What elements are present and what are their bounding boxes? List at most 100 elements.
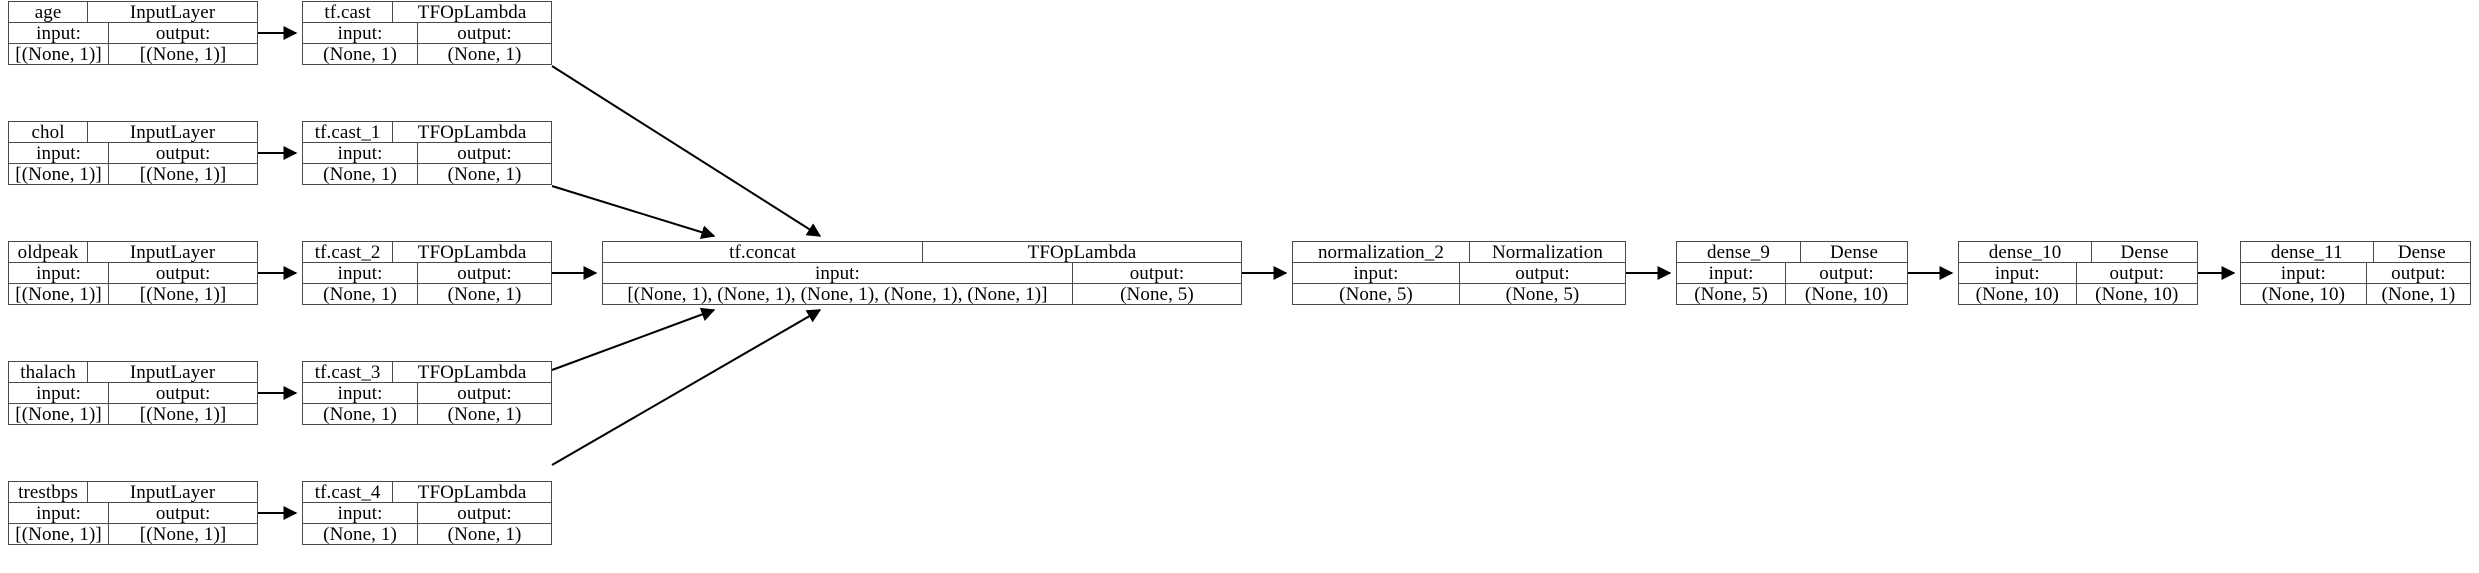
- node-io-label-row: input:output:: [303, 262, 551, 283]
- node-class: Dense: [2372, 242, 2470, 262]
- node-input-label: input:: [1353, 263, 1399, 283]
- node-output-shape: (None, 10): [2075, 284, 2197, 304]
- node-class: TFOpLambda: [392, 362, 551, 382]
- node-input-shape: (None, 1): [323, 164, 397, 184]
- node-output-shape: [(None, 1)]: [108, 284, 257, 304]
- node-io-label-row: input: output:: [303, 22, 551, 43]
- node-shape-row: (None, 1)(None, 1): [303, 283, 551, 304]
- node-output-shape: (None, 1): [417, 404, 551, 424]
- node-input-label: input:: [337, 503, 383, 523]
- node-io-label-row: input:output:: [9, 262, 257, 283]
- node-name: chol: [31, 122, 65, 142]
- node-class: TFOpLambda: [392, 2, 551, 22]
- node-output-label: output:: [417, 23, 551, 43]
- node-name: tf.cast_3: [314, 362, 381, 382]
- node-output-label: output:: [417, 503, 551, 523]
- node-input-shape: [(None, 1)]: [15, 44, 102, 64]
- graph-node-cast0[interactable]: tf.cast TFOpLambda input: output:(None, 1)(…: [302, 1, 552, 65]
- graph-edges: [258, 26, 2236, 520]
- node-shape-row: (None, 5)(None, 5): [1293, 283, 1625, 304]
- node-class: InputLayer: [87, 122, 257, 142]
- node-io-label-row: input: output:: [1293, 262, 1625, 283]
- edge-cast3-to-concat: [551, 307, 716, 371]
- node-input-label: input:: [1708, 263, 1754, 283]
- node-io-label-row: input:output:: [603, 262, 1241, 283]
- node-io-label-row: input: output:: [1677, 262, 1907, 283]
- node-input-label: input:: [337, 383, 383, 403]
- node-class: InputLayer: [87, 362, 257, 382]
- node-output-label: output:: [1459, 263, 1625, 283]
- node-output-label: output:: [2365, 263, 2470, 283]
- node-shape-row: (None, 1) (None, 1): [303, 403, 551, 424]
- node-input-shape: (None, 1): [323, 404, 397, 424]
- node-shape-row: [(None, 1)][(None, 1)]: [9, 43, 257, 64]
- node-name: normalization_2: [1317, 242, 1444, 262]
- node-input-label: input:: [36, 143, 82, 163]
- node-output-shape: [(None, 1)]: [108, 404, 257, 424]
- node-class: TFOpLambda: [392, 122, 551, 142]
- node-input-shape: [(None, 1)]: [15, 524, 102, 544]
- node-input-shape: [(None, 1)]: [15, 164, 102, 184]
- node-io-label-row: input:output:: [303, 382, 551, 403]
- node-output-label: output:: [417, 263, 551, 283]
- node-name: age: [34, 2, 62, 22]
- node-output-shape: (None, 5): [1071, 284, 1241, 304]
- node-name: tf.cast: [324, 2, 371, 22]
- node-input-shape: (None, 1): [323, 524, 397, 544]
- node-output-shape: (None, 1): [417, 164, 551, 184]
- node-shape-row: (None, 1)(None, 1): [303, 43, 551, 64]
- node-class: Dense: [2091, 242, 2197, 262]
- node-shape-row: [(None, 1)][(None, 1)]: [9, 523, 257, 544]
- node-shape-row: [(None, 1)][(None, 1)]: [9, 163, 257, 184]
- node-class: TFOpLambda: [392, 242, 551, 262]
- node-output-label: output:: [1785, 263, 1907, 283]
- node-input-shape: (None, 1): [323, 284, 397, 304]
- node-name: dense_10: [1988, 242, 2062, 262]
- node-output-label: output:: [2075, 263, 2197, 283]
- node-name: tf.cast_1: [314, 122, 381, 142]
- node-output-shape: (None, 1): [417, 44, 551, 64]
- node-input-label: input:: [36, 23, 82, 43]
- node-output-label: output:: [417, 143, 551, 163]
- node-title-row: chol InputLayer: [9, 122, 257, 142]
- node-io-label-row: input:output:: [2241, 262, 2470, 283]
- node-input-label: input:: [337, 23, 383, 43]
- node-io-label-row: input:output:: [9, 22, 257, 43]
- node-title-row: tf.cast_3 TFOpLambda: [303, 362, 551, 382]
- edge-cast1-to-concat: [551, 185, 716, 239]
- node-output-label: output:: [1071, 263, 1241, 283]
- node-output-label: output:: [108, 383, 257, 403]
- node-class: InputLayer: [87, 2, 257, 22]
- node-title-row: dense_10 Dense: [1959, 242, 2197, 262]
- edge-cast4-to-concat: [551, 309, 822, 466]
- node-io-label-row: input:output:: [1959, 262, 2197, 283]
- node-name: dense_11: [2270, 242, 2343, 262]
- edge-cast0-to-concat: [551, 65, 822, 237]
- node-name: tf.cast_4: [314, 482, 381, 502]
- node-shape-row: (None, 10)(None, 1): [2241, 283, 2470, 304]
- node-name: dense_9: [1707, 242, 1770, 262]
- node-input-shape: (None, 5): [1339, 284, 1413, 304]
- node-shape-row: (None, 10)(None, 10): [1959, 283, 2197, 304]
- node-io-label-row: input:output:: [303, 142, 551, 163]
